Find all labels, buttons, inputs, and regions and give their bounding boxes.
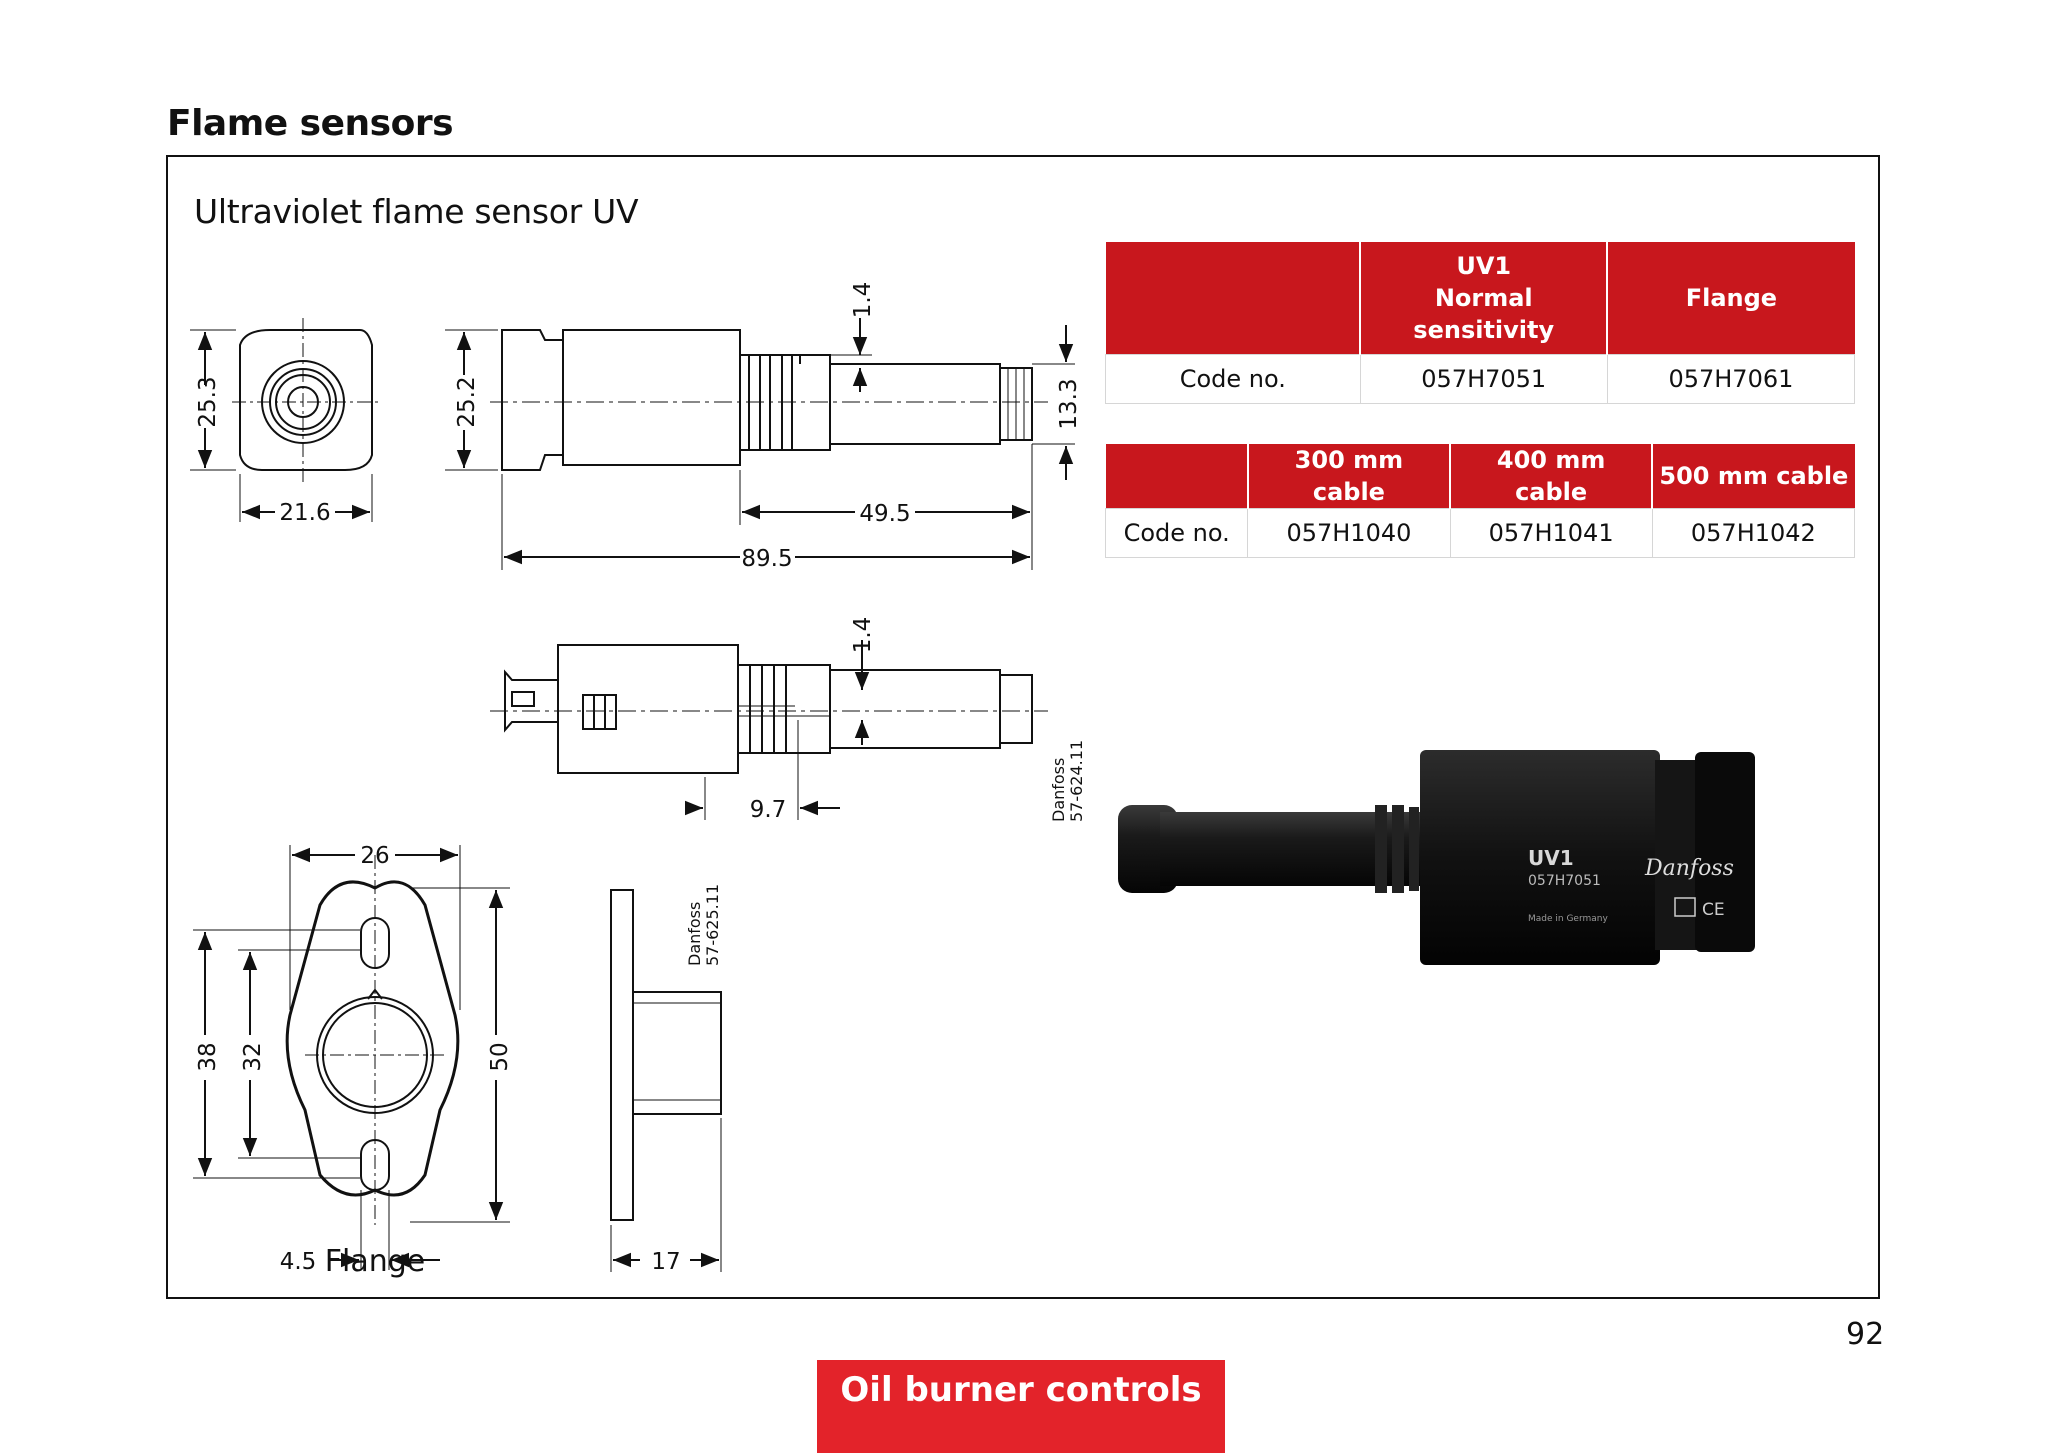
side-view-upper (445, 318, 1075, 570)
dim-32: 32 (240, 1042, 266, 1071)
product-subtitle: Ultraviolet flame sensor UV (194, 192, 639, 231)
dim-26: 26 (360, 843, 389, 869)
table1-header-uv1-line2: Normal (1434, 284, 1533, 312)
dim-25-3: 25.3 (195, 376, 221, 427)
dim-21-6: 21.6 (279, 500, 330, 526)
ref1-code: 57-624.11 (1067, 740, 1086, 822)
dim-9-7: 9.7 (750, 797, 787, 823)
dim-89-5: 89.5 (741, 546, 792, 572)
table1-cell-flange-code: 057H7061 (1606, 354, 1856, 404)
dim-13-3: 13.3 (1056, 378, 1082, 429)
flange-side-view (610, 889, 722, 1272)
dim-1-4-upper: 1.4 (850, 282, 876, 319)
dim-25-2: 25.2 (454, 376, 480, 427)
photo-made-label: Made in Germany (1528, 914, 1608, 924)
table1-header-blank (1105, 242, 1362, 355)
content-frame (166, 155, 1880, 1299)
photo-model-label: UV1 (1528, 846, 1574, 870)
table2-header-500: 500 mm cable (1652, 444, 1855, 509)
code-table-cables: 300 mm cable 400 mm cable 500 mm cable C… (1104, 444, 1856, 558)
page-title: Flame sensors (167, 103, 454, 144)
dim-49-5: 49.5 (859, 501, 910, 527)
table1-header-uv1-line3: sensitivity (1413, 316, 1555, 344)
table2-header-300: 300 mm cable (1247, 444, 1452, 509)
front-view (190, 318, 380, 522)
table1-header-uv1-line1: UV1 (1456, 252, 1512, 280)
table1-header-flange: Flange (1607, 242, 1855, 355)
table2-cell-400: 057H1041 (1449, 508, 1653, 558)
table-row: Code no. 057H7051 057H7061 (1105, 354, 1856, 404)
table2-header-400: 400 mm cable (1450, 444, 1654, 509)
dim-17: 17 (651, 1249, 680, 1275)
flange-label: Flange (325, 1244, 426, 1279)
side-view-lower (490, 640, 1048, 820)
photo-ce-mark: CE (1702, 900, 1725, 920)
dim-50: 50 (487, 1042, 513, 1071)
dim-1-4-lower: 1.4 (850, 617, 876, 654)
table2-header-blank (1105, 444, 1249, 509)
ref2-code: 57-625.11 (703, 884, 722, 966)
table2-cell-label: Code no. (1104, 508, 1249, 558)
photo-code-label: 057H7051 (1528, 873, 1601, 889)
ref2-brand: Danfoss (685, 902, 704, 966)
table2-cell-300: 057H1040 (1247, 508, 1451, 558)
photo-logo: Danfoss (1644, 856, 1734, 881)
checkmark-icon (1674, 897, 1696, 917)
code-table-sensor: UV1 Normal sensitivity Flange Code no. 0… (1105, 242, 1856, 404)
table1-header-uv1: UV1 Normal sensitivity (1360, 242, 1609, 355)
ref1-brand: Danfoss (1049, 758, 1068, 822)
table1-cell-label: Code no. (1105, 354, 1361, 404)
flange-front-view (193, 845, 510, 1270)
footer-section-tab[interactable]: Oil burner controls (817, 1360, 1225, 1453)
dim-4-5: 4.5 (280, 1249, 317, 1275)
table1-cell-uv1-code: 057H7051 (1359, 354, 1608, 404)
dim-38: 38 (195, 1042, 221, 1071)
table-row: Code no. 057H1040 057H1041 057H1042 (1104, 508, 1856, 558)
product-photo: UV1 057H7051 Made in Germany Danfoss CE (1118, 750, 1755, 965)
page-number: 92 (1846, 1317, 1885, 1352)
table2-cell-500: 057H1042 (1651, 508, 1856, 558)
